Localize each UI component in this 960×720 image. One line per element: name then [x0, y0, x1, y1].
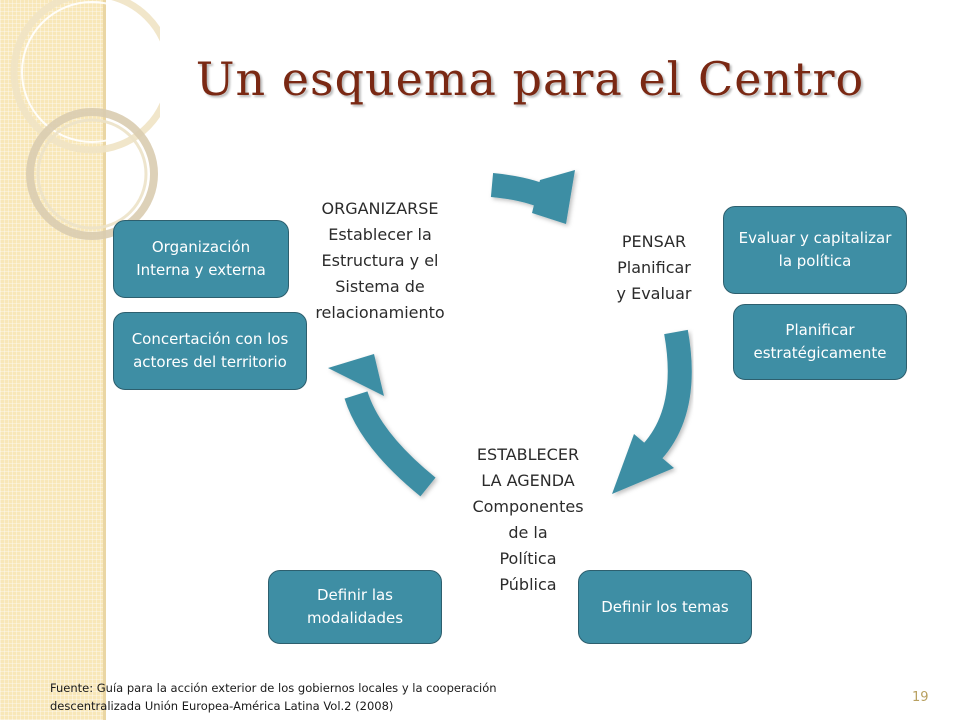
stage-line: y Evaluar: [616, 284, 692, 303]
stage-line: Sistema de: [335, 277, 425, 296]
stage-line: Establecer la: [328, 225, 432, 244]
stage-agenda: ESTABLECER LA AGENDA Componentes de la P…: [458, 442, 598, 598]
stage-line: Componentes: [472, 497, 584, 516]
stage-organizarse: ORGANIZARSE Establecer la Estructura y e…: [300, 196, 460, 326]
box-concertacion: Concertación con los actores del territo…: [113, 312, 307, 390]
cycle-arrow-icon: [612, 329, 692, 494]
box-planificar: Planificar estratégicamente: [733, 304, 907, 380]
box-evaluar: Evaluar y capitalizar la política: [723, 206, 907, 294]
box-line: la política: [778, 252, 852, 270]
box-temas: Definir los temas: [578, 570, 752, 644]
stage-line: Política: [499, 549, 557, 568]
slide-title: Un esquema para el Centro: [195, 52, 865, 106]
stage-line: Planificar: [617, 258, 691, 277]
stage-line: Pública: [499, 575, 557, 594]
stage-line: de la: [508, 523, 548, 542]
side-band-edge: [103, 0, 106, 720]
stage-line: PENSAR: [621, 232, 687, 251]
stage-line: relacionamiento: [315, 303, 445, 322]
stage-line: ESTABLECER: [476, 445, 580, 464]
box-organizacion: Organización Interna y externa: [113, 220, 289, 298]
stage-line: LA AGENDA: [481, 471, 575, 490]
box-line: Planificar: [785, 321, 855, 339]
cycle-arrow-icon: [490, 170, 575, 224]
decorative-rings: [10, 0, 160, 240]
box-line: Concertación con los: [131, 330, 289, 348]
box-line: Interna y externa: [136, 261, 266, 279]
slide-number: 19: [912, 690, 929, 705]
box-line: estratégicamente: [753, 344, 887, 362]
stage-line: Estructura y el: [321, 251, 439, 270]
stage-pensar: PENSAR Planificar y Evaluar: [604, 229, 704, 307]
stage-line: ORGANIZARSE: [321, 199, 439, 218]
box-modalidades: Definir las modalidades: [268, 570, 442, 644]
cycle-arrow-icon: [328, 354, 436, 497]
box-line: Definir los temas: [601, 597, 729, 616]
footnote-line: descentralizada Unión Europea-América La…: [50, 699, 394, 713]
source-footnote: Fuente: Guía para la acción exterior de …: [50, 679, 610, 715]
box-line: Evaluar y capitalizar: [738, 229, 892, 247]
box-line: modalidades: [306, 609, 404, 627]
box-line: actores del territorio: [133, 353, 287, 371]
box-line: Organización: [151, 238, 251, 256]
footnote-line: Fuente: Guía para la acción exterior de …: [50, 681, 497, 695]
box-line: Definir las: [316, 586, 393, 604]
